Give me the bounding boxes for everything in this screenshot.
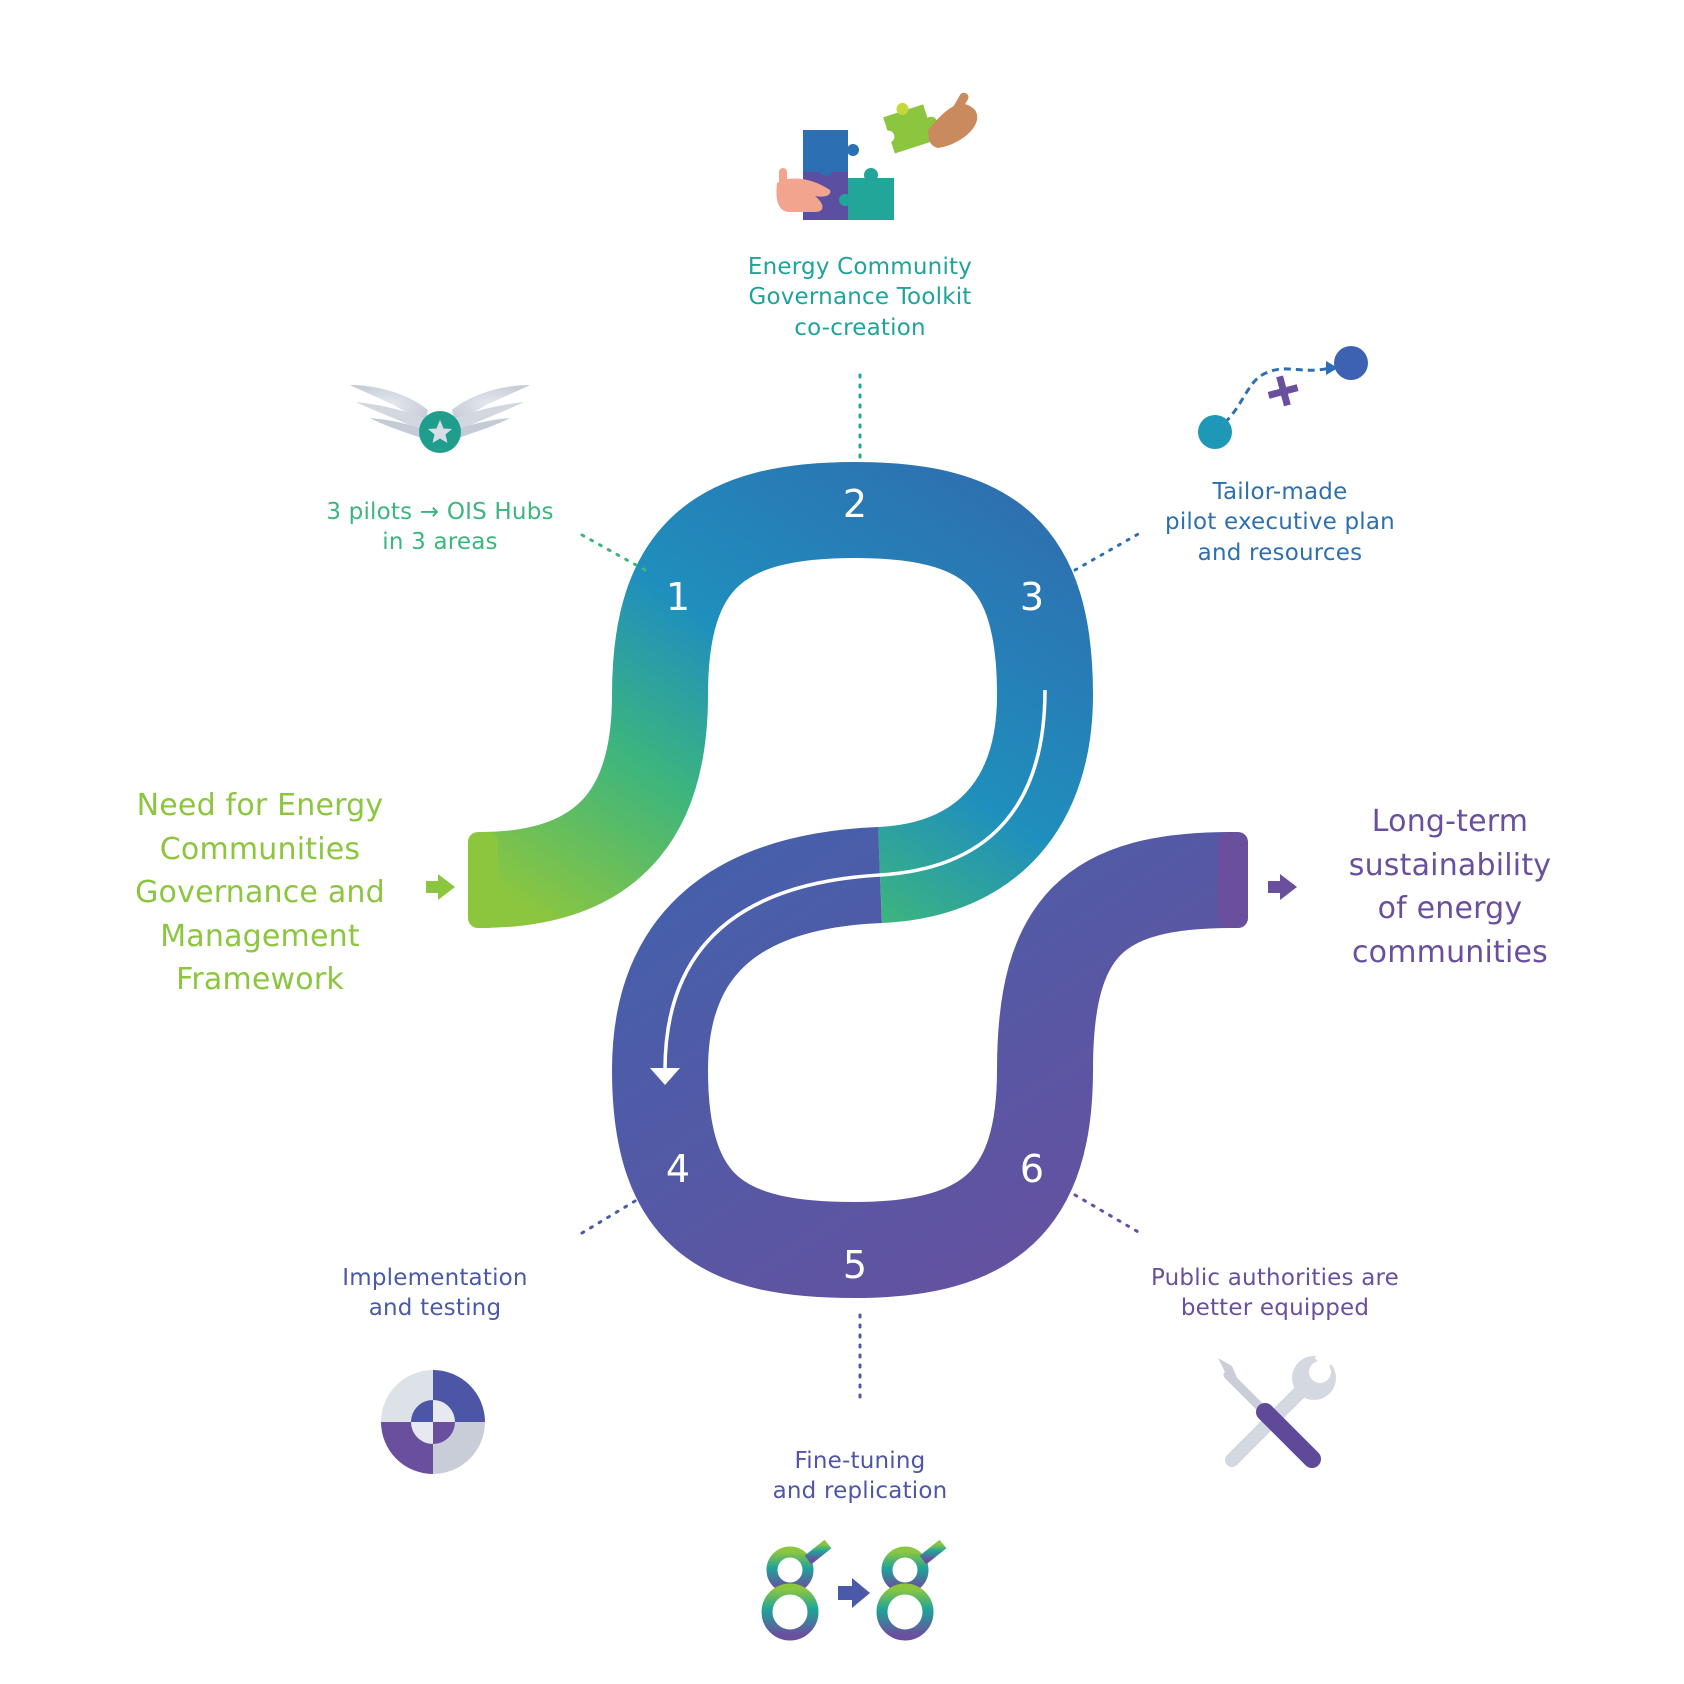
- path-start-cap: [468, 832, 498, 928]
- step-4-line-2: and testing: [368, 1295, 502, 1322]
- start-line-3: Governance and: [135, 875, 385, 910]
- flow-arrow-head: [650, 1068, 680, 1085]
- connector-step-3: [1073, 531, 1142, 572]
- end-line-2: sustainability: [1348, 847, 1552, 883]
- start-line-2: Communities: [159, 831, 361, 867]
- path-end-cap: [1218, 832, 1248, 928]
- path-upper-segment: [478, 461, 1094, 928]
- replication-arrow-icon: [838, 1578, 870, 1608]
- end-arrow-icon: [1268, 874, 1297, 900]
- connector-step-6: [1073, 1193, 1142, 1235]
- step-number-4: 4: [666, 1147, 690, 1191]
- end-line-4: communities: [1351, 934, 1549, 970]
- step-6-line-2: better equipped: [1180, 1295, 1370, 1322]
- step-3-line-1: Tailor-made: [1212, 479, 1348, 505]
- step-2-line-2: Governance Toolkit: [748, 284, 972, 311]
- step-5-label: Fine-tuning and replication: [720, 1446, 1000, 1507]
- start-line-5: Framework: [176, 962, 344, 997]
- step-4-label: Implementation and testing: [300, 1263, 570, 1324]
- connector-step-4: [580, 1193, 647, 1235]
- step-1-line-1: 3 pilots → OIS Hubs: [326, 499, 554, 525]
- end-label: Long-term sustainability of energy commu…: [1300, 800, 1600, 974]
- step-3-line-3: and resources: [1197, 539, 1363, 566]
- start-line-1: Need for Energy: [136, 788, 384, 823]
- step-6-line-1: Public authorities are: [1150, 1265, 1399, 1291]
- route-path-icon: [1198, 346, 1368, 449]
- step-5-line-1: Fine-tuning: [794, 1448, 926, 1474]
- target-quadrant-icon: [381, 1370, 485, 1474]
- step-5-line-2: and replication: [772, 1478, 948, 1505]
- step-number-2: 2: [843, 482, 867, 526]
- puzzle-hands-icon: [776, 92, 978, 220]
- step-number-1: 1: [666, 575, 690, 619]
- winged-star-icon: [350, 385, 530, 453]
- start-arrow-icon: [426, 874, 455, 900]
- replication-icon: [761, 1539, 947, 1641]
- end-line-3: of energy: [1377, 891, 1523, 926]
- step-number-5: 5: [843, 1243, 867, 1287]
- step-2-label: Energy Community Governance Toolkit co-c…: [700, 252, 1020, 343]
- step-3-line-2: pilot executive plan: [1165, 509, 1395, 536]
- flow-arrow-line: [663, 689, 1047, 1071]
- step-2-line-3: co-creation: [794, 314, 926, 341]
- path-lower-segment: [611, 827, 1233, 1299]
- step-2-line-1: Energy Community: [747, 254, 973, 280]
- step-number-3: 3: [1020, 575, 1044, 619]
- end-line-1: Long-term: [1371, 804, 1529, 839]
- step-number-6: 6: [1020, 1147, 1044, 1191]
- start-line-4: Management: [160, 918, 360, 954]
- step-1-line-2: in 3 areas: [382, 529, 498, 556]
- step-3-label: Tailor-made pilot executive plan and res…: [1130, 477, 1430, 568]
- start-label: Need for Energy Communities Governance a…: [100, 784, 420, 1002]
- step-1-label: 3 pilots → OIS Hubs in 3 areas: [300, 497, 580, 558]
- connector-step-1: [580, 533, 647, 572]
- wrench-screwdriver-icon: [1218, 1346, 1338, 1468]
- step-4-line-1: Implementation: [342, 1265, 528, 1291]
- step-6-label: Public authorities are better equipped: [1110, 1263, 1440, 1324]
